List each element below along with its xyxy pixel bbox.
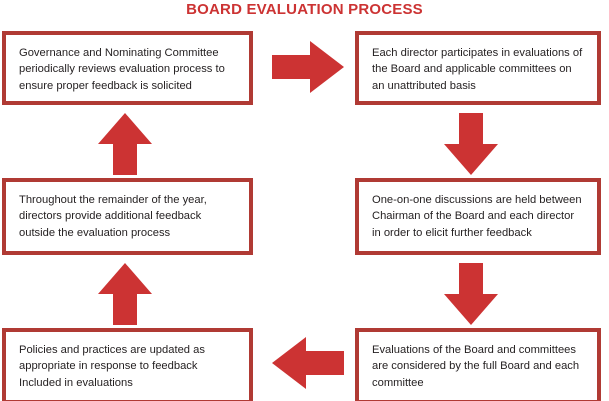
process-box-policies-updated: Policies and practices are updated as ap… xyxy=(2,328,253,401)
arrow-up-icon xyxy=(98,263,152,325)
process-box-governance-committee-review: Governance and Nominating Committee peri… xyxy=(2,31,253,105)
process-box-text: Throughout the remainder of the year, di… xyxy=(6,182,249,251)
page-title: BOARD EVALUATION PROCESS xyxy=(186,1,423,18)
process-box-director-participation: Each director participates in evaluation… xyxy=(355,31,601,105)
process-box-text: Each director participates in evaluation… xyxy=(359,35,597,101)
process-box-ongoing-feedback: Throughout the remainder of the year, di… xyxy=(2,178,253,255)
arrow-down-icon xyxy=(444,113,498,175)
arrow-up-icon xyxy=(98,113,152,175)
arrow-down-icon xyxy=(444,263,498,325)
arrow-left-icon xyxy=(272,337,344,389)
process-box-board-consideration: Evaluations of the Board and committees … xyxy=(355,328,601,401)
process-box-text: Policies and practices are updated as ap… xyxy=(6,332,249,400)
process-box-text: One-on-one discussions are held between … xyxy=(359,182,597,251)
process-box-text: Evaluations of the Board and committees … xyxy=(359,332,597,400)
process-box-text: Governance and Nominating Committee peri… xyxy=(6,35,249,101)
process-box-one-on-one-discussions: One-on-one discussions are held between … xyxy=(355,178,601,255)
arrow-right-icon xyxy=(272,41,344,93)
